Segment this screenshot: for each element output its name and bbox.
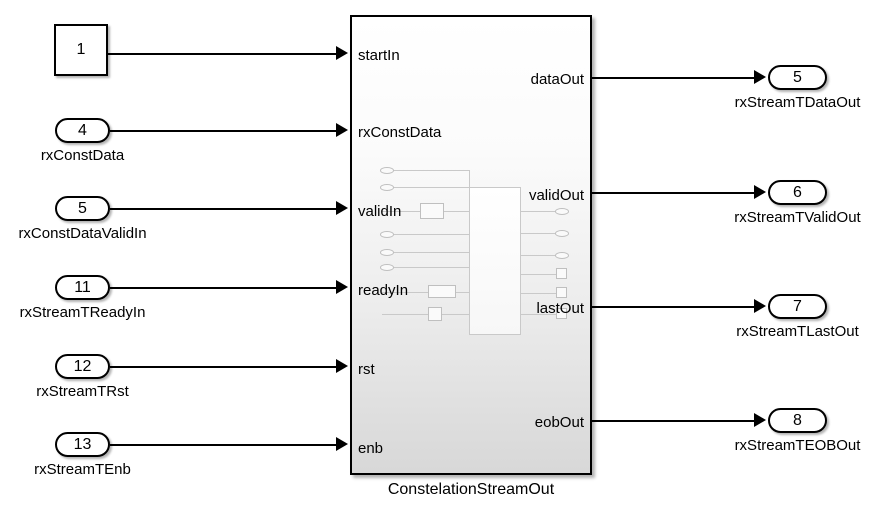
subsystem-block-ConstelationStreamOut[interactable]: startIn rxConstData validIn readyIn rst … [350,15,592,475]
inport-block-11[interactable]: 11 [55,275,110,300]
inport-block-12[interactable]: 12 [55,354,110,379]
wire-inport-12-to-rst [110,366,338,368]
wire-inport-1-to-startIn [108,53,338,55]
outport-label-rxStreamTLastOut: rxStreamTLastOut [736,323,859,340]
arrowhead-outport-8 [754,413,766,427]
outport-number: 6 [793,183,802,201]
outport-block-6[interactable]: 6 [768,180,827,205]
subsystem-outport-label-eobOut: eobOut [534,414,584,431]
wire-lastOut-to-outport-7 [592,306,756,308]
subsystem-inport-label-rst: rst [358,361,375,378]
outport-label-rxStreamTValidOut: rxStreamTValidOut [734,209,861,226]
subsystem-outport-label-lastOut: lastOut [536,300,584,317]
wire-inport-13-to-enb [110,444,338,446]
wire-dataOut-to-outport-5 [592,77,756,79]
arrowhead-outport-6 [754,185,766,199]
inport-label-rxStreamTRst: rxStreamTRst [36,383,129,400]
subsystem-outport-label-dataOut: dataOut [530,71,584,88]
outport-number: 5 [793,68,802,86]
wire-eobOut-to-outport-8 [592,420,756,422]
inport-label-rxConstDataValidIn: rxConstDataValidIn [18,225,147,242]
inport-label-rxStreamTReadyIn: rxStreamTReadyIn [19,304,146,321]
inport-number: 1 [76,41,86,58]
inport-number: 4 [78,121,87,139]
wire-inport-11-to-readyIn [110,287,338,289]
wire-inport-5-to-validIn [110,208,338,210]
inport-block-1[interactable]: 1 [54,24,108,76]
wire-inport-4-to-rxConstData [110,130,338,132]
subsystem-inport-label-startIn: startIn [358,47,400,64]
subsystem-inport-label-rxConstData: rxConstData [358,124,442,141]
inport-label-rxConstData: rxConstData [40,147,125,164]
inport-number: 11 [74,278,91,296]
subsystem-name-label: ConstelationStreamOut [387,481,555,498]
outport-number: 7 [793,297,802,315]
outport-block-8[interactable]: 8 [768,408,827,433]
arrowhead-startIn [336,46,348,60]
inport-block-5[interactable]: 5 [55,196,110,221]
inport-label-rxStreamTEnb: rxStreamTEnb [34,461,131,478]
outport-block-5[interactable]: 5 [768,65,827,90]
arrowhead-rst [336,359,348,373]
arrowhead-outport-7 [754,299,766,313]
subsystem-outport-label-validOut: validOut [528,187,584,204]
outport-label-rxStreamTEOBOut: rxStreamTEOBOut [734,437,861,454]
arrowhead-outport-5 [754,70,766,84]
inport-block-4[interactable]: 4 [55,118,110,143]
inport-block-13[interactable]: 13 [55,432,110,457]
inport-number: 13 [73,435,92,453]
arrowhead-readyIn [336,280,348,294]
inport-number: 5 [78,199,87,217]
inport-number: 12 [73,357,92,375]
outport-label-rxStreamTDataOut: rxStreamTDataOut [734,94,861,111]
outport-block-7[interactable]: 7 [768,294,827,319]
arrowhead-enb [336,437,348,451]
arrowhead-validIn [336,201,348,215]
subsystem-inport-label-enb: enb [358,440,384,457]
subsystem-inport-label-readyIn: readyIn [358,282,409,299]
outport-number: 8 [793,411,802,429]
wire-validOut-to-outport-6 [592,192,756,194]
subsystem-inport-label-validIn: validIn [358,203,402,220]
arrowhead-rxConstData [336,123,348,137]
